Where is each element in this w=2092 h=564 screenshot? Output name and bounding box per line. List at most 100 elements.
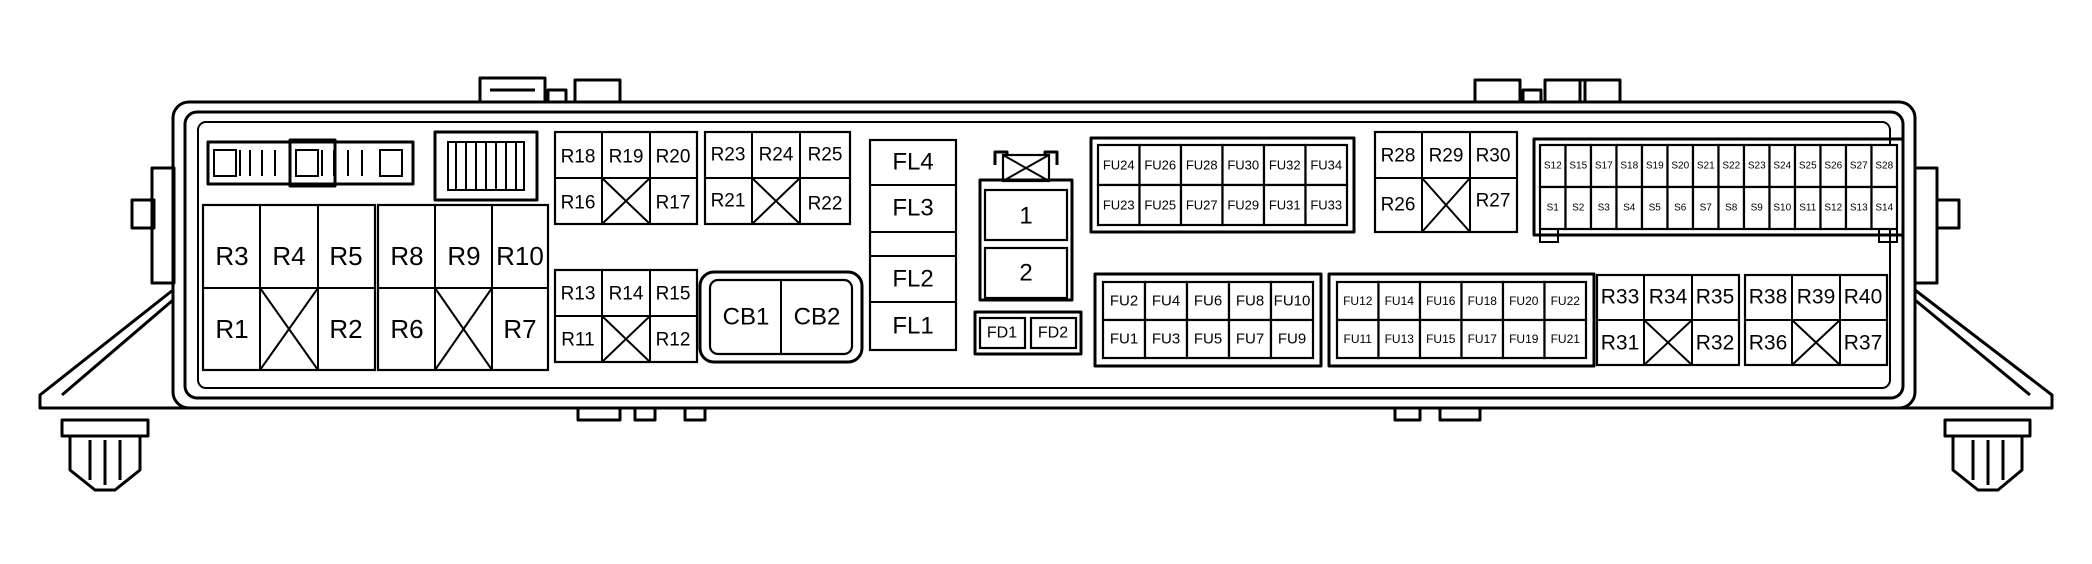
diode-fd2[interactable]: FD2 [1038, 325, 1068, 342]
fuse-fu17[interactable]: FU17 [1468, 332, 1498, 346]
relay-r15[interactable]: R15 [656, 284, 691, 305]
relay-r33[interactable]: R33 [1601, 286, 1640, 309]
fuse-s23[interactable]: S23 [1748, 161, 1766, 172]
fusible-link-fl3[interactable]: FL3 [892, 195, 933, 222]
fuse-s12[interactable]: S12 [1544, 161, 1562, 172]
relay-r19[interactable]: R19 [609, 147, 644, 168]
fuse-fu30[interactable]: FU30 [1227, 158, 1259, 173]
fuse-fu2[interactable]: FU2 [1110, 293, 1138, 310]
fuse-s15[interactable]: S15 [1569, 161, 1587, 172]
fuse-s21[interactable]: S21 [1697, 161, 1715, 172]
relay-r2[interactable]: R2 [329, 314, 362, 344]
fuse-s3[interactable]: S3 [1598, 203, 1611, 214]
fuse-s26[interactable]: S26 [1824, 161, 1842, 172]
relay-r24[interactable]: R24 [759, 145, 794, 166]
fuse-fu31[interactable]: FU31 [1269, 198, 1301, 213]
fuse-fu20[interactable]: FU20 [1509, 294, 1539, 308]
relay-r28[interactable]: R28 [1381, 146, 1416, 167]
fuse-fu5[interactable]: FU5 [1194, 331, 1222, 348]
relay-r30[interactable]: R30 [1476, 146, 1511, 167]
fuse-s24[interactable]: S24 [1773, 161, 1791, 172]
fuse-s5[interactable]: S5 [1649, 203, 1662, 214]
relay-r1[interactable]: R1 [215, 314, 248, 344]
fuse-s8[interactable]: S8 [1725, 203, 1738, 214]
relay-r31[interactable]: R31 [1601, 332, 1640, 355]
fuse-fu13[interactable]: FU13 [1385, 332, 1415, 346]
relay-r38[interactable]: R38 [1749, 286, 1788, 309]
fuse-fu32[interactable]: FU32 [1269, 158, 1301, 173]
relay-r13[interactable]: R13 [561, 284, 596, 305]
fuse-fu11[interactable]: FU11 [1344, 332, 1373, 346]
circuit-breaker-cb2[interactable]: CB2 [794, 304, 841, 331]
fuse-fu15[interactable]: FU15 [1426, 332, 1456, 346]
relay-r16[interactable]: R16 [561, 193, 596, 214]
fuse-fu10[interactable]: FU10 [1274, 293, 1311, 310]
fuse-s18[interactable]: S18 [1620, 161, 1638, 172]
fuse-s22[interactable]: S22 [1722, 161, 1740, 172]
fuse-fu4[interactable]: FU4 [1152, 293, 1180, 310]
relay-r8[interactable]: R8 [390, 241, 423, 271]
relay-r12[interactable]: R12 [656, 330, 691, 351]
relay-r23[interactable]: R23 [711, 145, 746, 166]
relay-r18[interactable]: R18 [561, 147, 596, 168]
fuse-fu34[interactable]: FU34 [1310, 158, 1342, 173]
fuse-s13[interactable]: S13 [1850, 203, 1868, 214]
relay-r35[interactable]: R35 [1696, 286, 1735, 309]
relay-r10[interactable]: R10 [496, 241, 544, 271]
relay-r6[interactable]: R6 [390, 314, 423, 344]
fuse-fu12[interactable]: FU12 [1343, 294, 1373, 308]
relay-r25[interactable]: R25 [808, 145, 843, 166]
fuse-s19[interactable]: S19 [1646, 161, 1664, 172]
fuse-fu22[interactable]: FU22 [1551, 294, 1581, 308]
connector-pin-1[interactable]: 1 [1019, 203, 1032, 230]
fuse-s12[interactable]: S12 [1824, 203, 1842, 214]
fusible-link-fl4[interactable]: FL4 [892, 149, 933, 176]
fuse-fu21[interactable]: FU21 [1551, 332, 1581, 346]
relay-r20[interactable]: R20 [656, 147, 691, 168]
diode-fd1[interactable]: FD1 [987, 325, 1017, 342]
fuse-s7[interactable]: S7 [1700, 203, 1713, 214]
fuse-fu14[interactable]: FU14 [1385, 294, 1415, 308]
relay-r29[interactable]: R29 [1429, 146, 1464, 167]
relay-r9[interactable]: R9 [447, 241, 480, 271]
fuse-s14[interactable]: S14 [1875, 203, 1893, 214]
relay-r11[interactable]: R11 [561, 330, 594, 351]
fuse-fu29[interactable]: FU29 [1227, 198, 1259, 213]
fuse-fu3[interactable]: FU3 [1152, 331, 1180, 348]
fuse-s27[interactable]: S27 [1850, 161, 1868, 172]
relay-r7[interactable]: R7 [503, 314, 536, 344]
fuse-s9[interactable]: S9 [1751, 203, 1764, 214]
fuse-s11[interactable]: S11 [1799, 203, 1816, 214]
fuse-fu16[interactable]: FU16 [1426, 294, 1456, 308]
fuse-fu7[interactable]: FU7 [1236, 331, 1264, 348]
fuse-fu18[interactable]: FU18 [1468, 294, 1498, 308]
fuse-fu27[interactable]: FU27 [1186, 198, 1218, 213]
relay-r36[interactable]: R36 [1749, 332, 1788, 355]
fusible-link-fl2[interactable]: FL2 [892, 266, 933, 293]
relay-r40[interactable]: R40 [1844, 286, 1883, 309]
fuse-s6[interactable]: S6 [1674, 203, 1687, 214]
fuse-fu23[interactable]: FU23 [1103, 198, 1135, 213]
fuse-fu24[interactable]: FU24 [1103, 158, 1135, 173]
fuse-fu9[interactable]: FU9 [1278, 331, 1306, 348]
fuse-s4[interactable]: S4 [1623, 203, 1636, 214]
fuse-s1[interactable]: S1 [1547, 203, 1560, 214]
fuse-fu8[interactable]: FU8 [1236, 293, 1264, 310]
fuse-s10[interactable]: S10 [1773, 203, 1791, 214]
relay-r5[interactable]: R5 [329, 241, 362, 271]
fuse-s2[interactable]: S2 [1572, 203, 1585, 214]
relay-r32[interactable]: R32 [1696, 332, 1735, 355]
fuse-s20[interactable]: S20 [1671, 161, 1689, 172]
fuse-s28[interactable]: S28 [1875, 161, 1893, 172]
fuse-s17[interactable]: S17 [1595, 161, 1613, 172]
fuse-fu25[interactable]: FU25 [1144, 198, 1176, 213]
relay-r4[interactable]: R4 [272, 241, 305, 271]
relay-r17[interactable]: R17 [656, 193, 691, 214]
relay-r3[interactable]: R3 [215, 241, 248, 271]
relay-r26[interactable]: R26 [1381, 195, 1416, 216]
fusible-link-fl1[interactable]: FL1 [892, 313, 933, 340]
fuse-fu6[interactable]: FU6 [1194, 293, 1222, 310]
relay-r27[interactable]: R27 [1476, 191, 1511, 212]
fuse-fu1[interactable]: FU1 [1110, 331, 1138, 348]
fuse-fu28[interactable]: FU28 [1186, 158, 1218, 173]
